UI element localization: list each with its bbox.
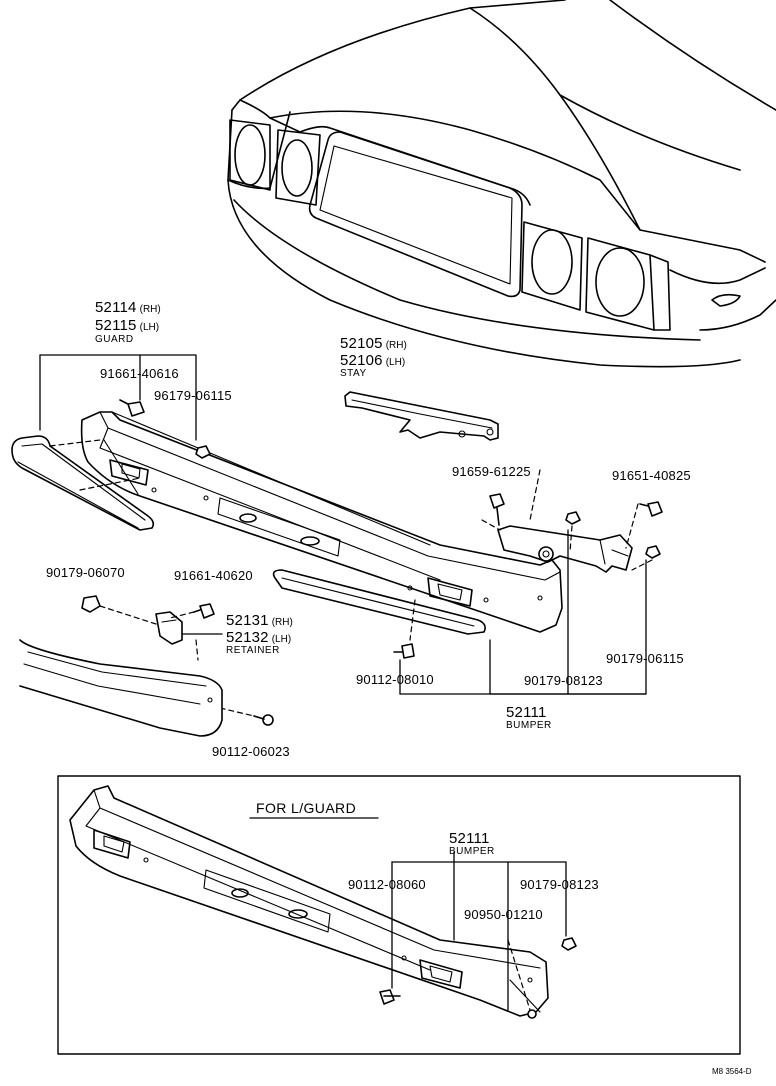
guard-part (11, 435, 155, 531)
stay-lh-part: 52106 (340, 352, 383, 369)
inset-bumper-name: BUMPER (449, 846, 495, 857)
guard-rh-label: 52114(RH) (95, 299, 161, 316)
inset-bumper-part-number: 52111 (449, 830, 490, 847)
part-96179-06115: 96179-06115 (154, 388, 232, 403)
stay-rh-part: 52105 (340, 335, 383, 352)
part-91651-40825: 91651-40825 (612, 468, 691, 483)
guard-lh-label: 52115(LH) (95, 317, 160, 334)
retainer-lh-part: 52132 (226, 629, 269, 646)
stay-part (344, 391, 499, 441)
part-91661-40616: 91661-40616 (100, 366, 179, 381)
retainer-name: RETAINER (226, 645, 280, 656)
leader-lines (39, 354, 647, 695)
bumper-bracket (497, 525, 633, 573)
retainer-lh-label: 52132(LH) (226, 629, 292, 646)
guard-name: GUARD (95, 334, 134, 345)
lower-guard-strip (272, 569, 486, 635)
dashed-leaders (49, 439, 653, 717)
inset-part-90950-01210: 90950-01210 (464, 907, 543, 922)
part-90112-06023: 90112-06023 (212, 744, 290, 759)
stay-name: STAY (340, 368, 367, 379)
bumper-part (80, 411, 563, 633)
part-90112-08010: 90112-08010 (356, 672, 434, 687)
inset-part-90179-08123: 90179-08123 (520, 877, 599, 892)
part-90179-06115: 90179-06115 (606, 651, 684, 666)
part-90179-08123: 90179-08123 (524, 673, 603, 688)
inset-part-90112-08060: 90112-08060 (348, 877, 426, 892)
diagram-code: M8 3564-D (712, 1067, 752, 1076)
bumper-name: BUMPER (506, 720, 552, 731)
bumper-part-number: 52111 (506, 704, 547, 721)
retainer-rh-label: 52131(RH) (226, 612, 293, 629)
fasteners (81, 399, 663, 726)
part-91661-40620: 91661-40620 (174, 568, 253, 583)
stay-rh-label: 52105(RH) (340, 335, 407, 352)
car-front-illustration (227, 0, 776, 368)
inset-leader-lines (391, 851, 567, 1011)
inset-box (57, 775, 741, 1055)
part-90179-06070: 90179-06070 (46, 565, 125, 580)
inset-bumper (69, 785, 577, 1019)
guard-rh-part: 52114 (95, 299, 137, 316)
stay-lh-label: 52106(LH) (340, 352, 406, 369)
guard-lh-part: 52115 (95, 317, 137, 334)
retainer-rh-part: 52131 (226, 612, 269, 629)
bumper-end-piece (19, 639, 223, 737)
part-91659-61225: 91659-61225 (452, 464, 531, 479)
inset-title: FOR L/GUARD (256, 800, 357, 816)
